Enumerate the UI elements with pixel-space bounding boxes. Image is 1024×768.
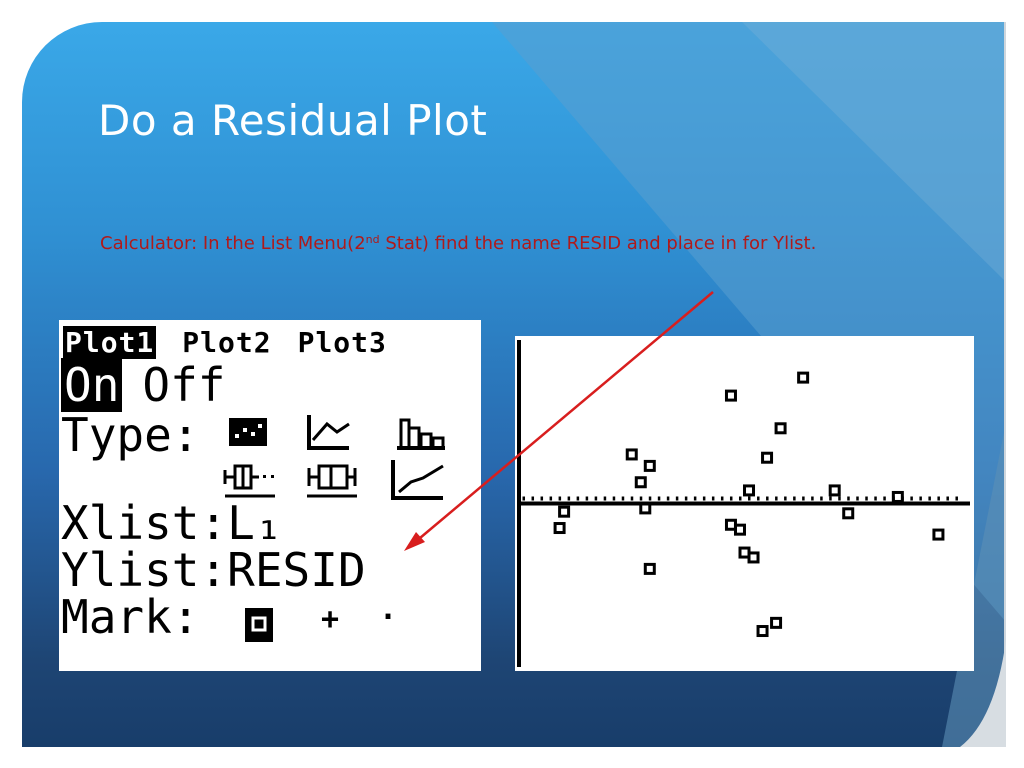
residual-point <box>828 484 841 497</box>
residual-plot-screen <box>515 336 974 671</box>
mark-dot-option[interactable]: · <box>379 600 398 635</box>
x-axis-tick <box>847 496 850 501</box>
residual-point <box>733 523 746 536</box>
histogram-type-icon[interactable] <box>397 418 445 450</box>
x-axis-tick <box>910 496 913 501</box>
stat-plot-setup-screen: Plot1 Plot2 Plot3 On Off Type: <box>59 320 481 671</box>
residual-point <box>747 551 760 564</box>
modified-boxplot-type-icon[interactable] <box>223 464 275 498</box>
x-axis-tick <box>666 496 670 501</box>
on-off-row: On Off <box>61 358 226 412</box>
x-axis-tick <box>729 496 733 501</box>
residual-point <box>643 459 656 472</box>
x-axis-tick <box>793 496 796 501</box>
x-axis-tick <box>937 496 940 501</box>
instruction-text-suffix: Stat) find the name RESID and place in f… <box>379 233 817 254</box>
x-axis-tick <box>558 496 562 501</box>
x-axis-tick <box>829 496 832 501</box>
x-axis-tick <box>567 496 571 501</box>
x-axis-tick <box>720 496 724 501</box>
x-axis-tick <box>711 496 715 501</box>
x-axis-tick <box>946 496 949 501</box>
plot-tab-row: Plot1 Plot2 Plot3 <box>63 326 413 359</box>
x-axis-tick <box>856 496 859 501</box>
residual-point <box>625 448 638 461</box>
slide-edge-strip <box>1004 22 1006 747</box>
plot-axes <box>517 340 970 667</box>
x-axis-tick <box>784 496 787 501</box>
x-axis-tick <box>883 496 886 501</box>
residual-point <box>643 562 656 575</box>
mark-label: Mark: <box>61 590 200 644</box>
x-axis-tick <box>576 496 580 501</box>
x-axis-tick <box>549 496 553 501</box>
residual-point <box>558 505 571 518</box>
ylist-field[interactable]: Ylist:RESID <box>61 543 366 597</box>
x-axis-tick <box>675 496 679 501</box>
on-option[interactable]: On <box>61 358 123 412</box>
residual-point <box>634 476 647 489</box>
instruction-text-superscript: nd <box>365 233 380 246</box>
boxplot-type-icon[interactable] <box>307 464 357 498</box>
x-axis-tick <box>693 496 697 501</box>
residual-point <box>797 371 810 384</box>
x-axis-tick <box>766 496 769 501</box>
x-axis-tick <box>757 496 760 501</box>
residual-point <box>553 522 566 535</box>
x-axis-tick <box>775 496 778 501</box>
x-axis-tick <box>648 496 652 501</box>
x-axis-tick <box>639 496 643 501</box>
x-axis-tick <box>811 496 814 501</box>
x-axis-tick <box>531 496 535 501</box>
slide-deco-wedge-corner <box>742 22 1006 282</box>
x-axis-tick <box>540 496 544 501</box>
x-axis-tick <box>928 496 931 501</box>
x-axis-tick <box>865 496 868 501</box>
off-option[interactable]: Off <box>142 358 226 412</box>
x-axis-tick <box>802 496 805 501</box>
x-axis-tick <box>621 496 625 501</box>
mark-plus-option[interactable]: + <box>321 602 340 637</box>
x-axis-tick <box>702 496 706 501</box>
residual-point <box>756 625 769 638</box>
normal-probability-type-icon[interactable] <box>391 460 444 500</box>
residual-point <box>932 528 945 541</box>
x-axis-tick <box>603 496 607 501</box>
x-axis-tick <box>594 496 598 501</box>
x-axis-tick <box>738 496 742 501</box>
x-axis-tick <box>522 496 526 501</box>
x-axis-tick <box>748 496 751 501</box>
x-axis-tick <box>838 496 841 501</box>
x-axis-tick <box>820 496 823 501</box>
type-label: Type: <box>61 408 200 462</box>
slide-title: Do a Residual Plot <box>98 96 488 145</box>
residual-point <box>842 507 855 520</box>
x-axis-tick <box>612 496 616 501</box>
residual-point <box>770 616 783 629</box>
x-axis-tick <box>630 496 634 501</box>
x-axis-tick <box>919 496 922 501</box>
x-axis-tick <box>585 496 589 501</box>
residual-point <box>891 490 904 503</box>
scatter-type-icon[interactable] <box>229 418 267 446</box>
instruction-text-prefix: Calculator: In the List Menu(2 <box>100 233 366 254</box>
plot1-tab[interactable]: Plot1 <box>63 326 157 359</box>
residual-point <box>743 484 756 497</box>
residual-point <box>774 422 787 435</box>
instruction-text: Calculator: In the List Menu(2nd Stat) f… <box>100 226 980 257</box>
xyline-type-icon[interactable] <box>307 415 350 450</box>
plot2-tab[interactable]: Plot2 <box>182 326 272 359</box>
mark-box-icon[interactable] <box>245 608 273 642</box>
x-axis-tick <box>657 496 661 501</box>
residual-point <box>639 502 652 515</box>
xlist-field[interactable]: Xlist:L₁ <box>61 496 283 550</box>
residual-plot <box>517 340 970 667</box>
x-axis-tick <box>955 496 958 501</box>
x-axis-tick <box>874 496 877 501</box>
x-axis-tick <box>684 496 688 501</box>
plot3-tab[interactable]: Plot3 <box>297 326 387 359</box>
residual-point <box>724 389 737 402</box>
residual-point <box>761 451 774 464</box>
